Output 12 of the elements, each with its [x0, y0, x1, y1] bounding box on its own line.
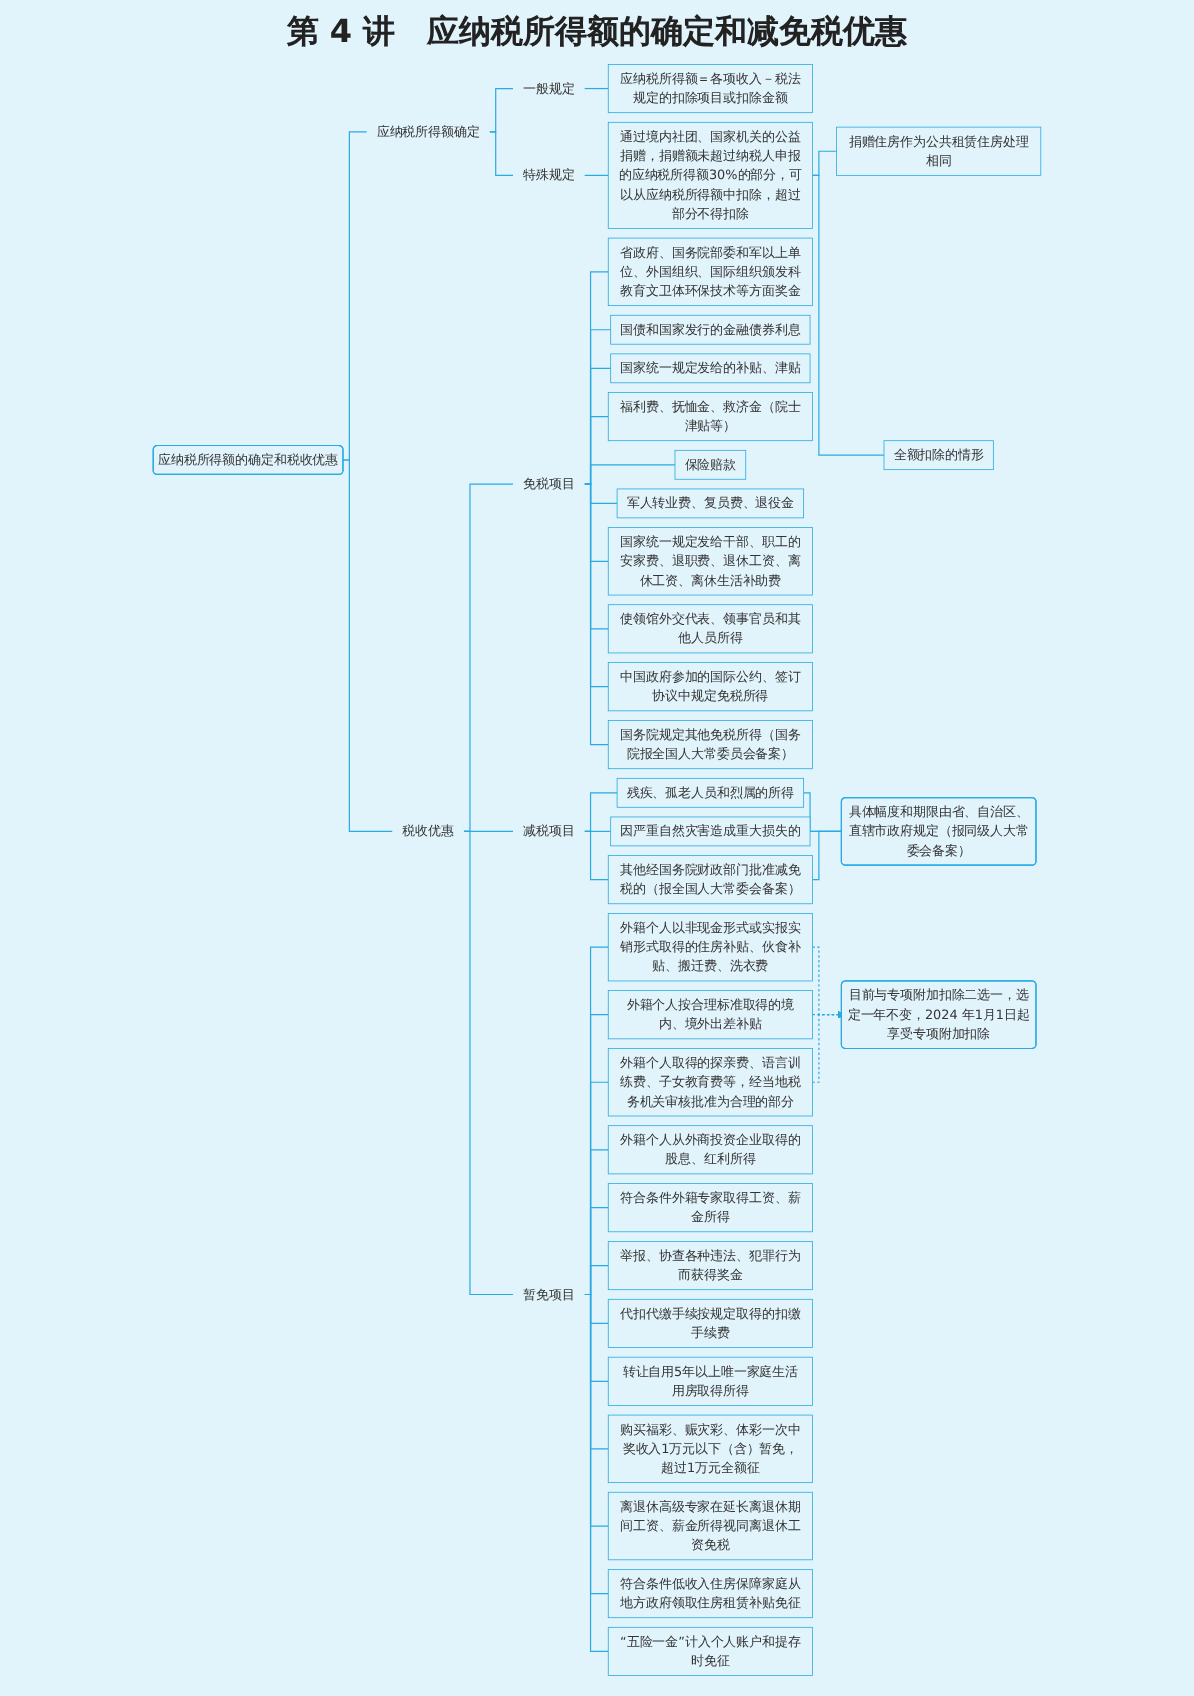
connector — [583, 87, 609, 90]
connector — [462, 830, 514, 1296]
connector — [811, 830, 842, 881]
connector — [488, 131, 514, 176]
connector — [583, 483, 609, 746]
title: 第 4 讲 应纳税所得额的确定和减免税优惠 — [284, 12, 910, 54]
connector — [583, 830, 609, 881]
connector — [583, 1293, 609, 1653]
connector — [342, 459, 394, 832]
connector — [811, 174, 885, 456]
connector — [583, 174, 609, 176]
arrow — [811, 1011, 845, 1083]
